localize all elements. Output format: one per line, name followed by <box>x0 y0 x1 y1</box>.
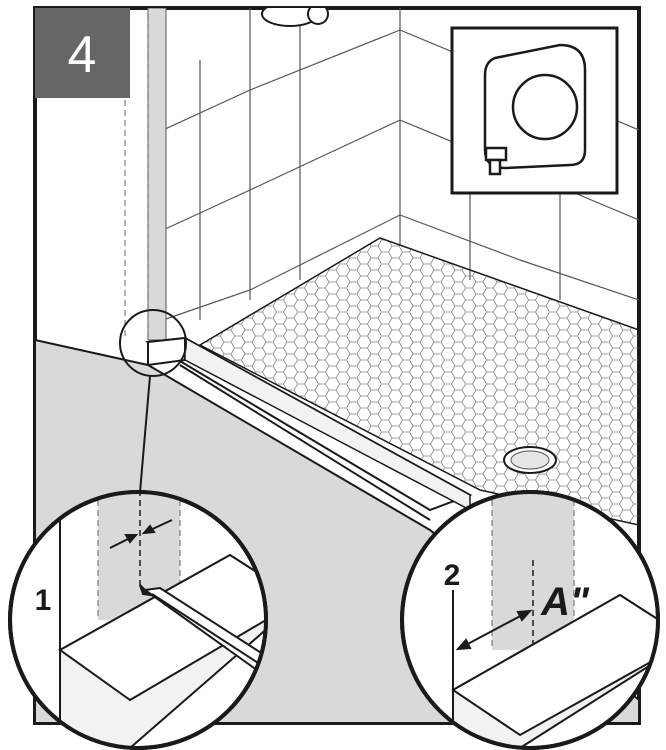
dimension-arrow <box>455 609 533 651</box>
step-badge: 4 <box>35 8 130 98</box>
detail-highlight-circle <box>119 309 187 377</box>
step-number: 4 <box>68 26 97 84</box>
callout-2-label: 2 <box>444 559 461 592</box>
drain-icon <box>503 446 557 474</box>
dimension-label: A" <box>540 580 590 624</box>
gap-arrows <box>109 519 173 549</box>
wall-strip <box>147 8 167 341</box>
pencil-icon <box>139 584 266 680</box>
tape-measure-icon <box>483 43 587 176</box>
callout-1-label: 1 <box>35 584 52 617</box>
shower-valve-icon <box>261 8 329 27</box>
tape-measure-inset <box>450 26 619 195</box>
callout-2: 2 A" <box>400 490 660 750</box>
callout-1: 1 <box>8 490 268 750</box>
